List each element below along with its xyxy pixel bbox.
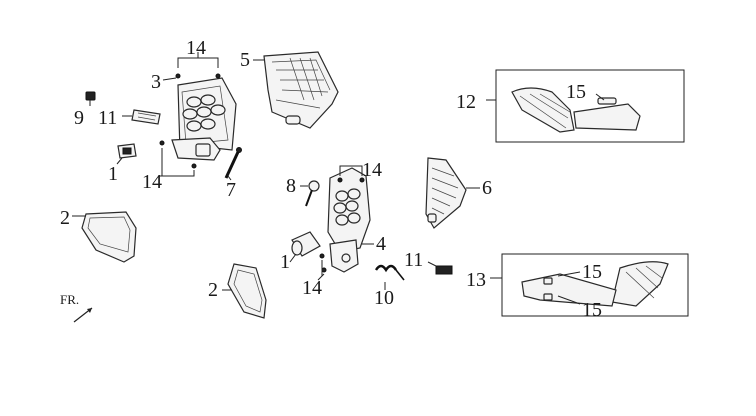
label-10: 10 <box>374 287 394 309</box>
mirror-box-12 <box>495 69 685 143</box>
label-14-upper: 14 <box>186 37 206 59</box>
label-9: 9 <box>74 107 84 129</box>
label-2-left: 2 <box>60 207 70 229</box>
rear-turn-signal-housing-right <box>327 167 371 273</box>
rear-cover-part-6 <box>425 157 467 229</box>
label-11-center: 11 <box>404 249 423 271</box>
label-1-left: 1 <box>108 163 118 185</box>
label-15-lower: 15 <box>582 299 602 321</box>
label-3: 3 <box>151 71 161 93</box>
direction-label: FR. <box>60 292 79 307</box>
mirror-box-13 <box>501 253 689 317</box>
label-14-center-lower: 14 <box>302 277 322 299</box>
front-cover-part-5 <box>263 51 339 129</box>
label-15-middle: 15 <box>582 261 602 283</box>
bulb-socket-1-center <box>291 231 321 257</box>
label-6: 6 <box>482 177 492 199</box>
label-8: 8 <box>286 175 296 197</box>
spring-part-10 <box>374 264 405 281</box>
front-turn-signal-housing-left <box>171 77 237 161</box>
label-14-center-upper: 14 <box>362 159 382 181</box>
label-1-center: 1 <box>280 251 290 273</box>
label-11-left: 11 <box>98 107 117 129</box>
label-15-upper: 15 <box>566 81 586 103</box>
screw-set-upper-left <box>159 73 221 169</box>
connector-part-9 <box>85 91 96 106</box>
label-4: 4 <box>376 233 386 255</box>
bulb-socket-1-left <box>117 143 137 159</box>
label-2-center: 2 <box>208 279 218 301</box>
reflector-plate-11-left <box>131 109 161 125</box>
wire-part-7 <box>224 147 242 179</box>
reflector-plate-11-center <box>435 265 453 275</box>
label-12: 12 <box>456 91 476 113</box>
lens-gasket-2-left <box>81 211 137 263</box>
label-13: 13 <box>466 269 486 291</box>
label-5: 5 <box>240 49 250 71</box>
label-14-lower-left: 14 <box>142 171 162 193</box>
label-7: 7 <box>226 179 236 201</box>
clip-part-8 <box>305 180 320 207</box>
front-direction-arrow <box>73 307 93 323</box>
lens-gasket-2-center <box>227 263 267 319</box>
